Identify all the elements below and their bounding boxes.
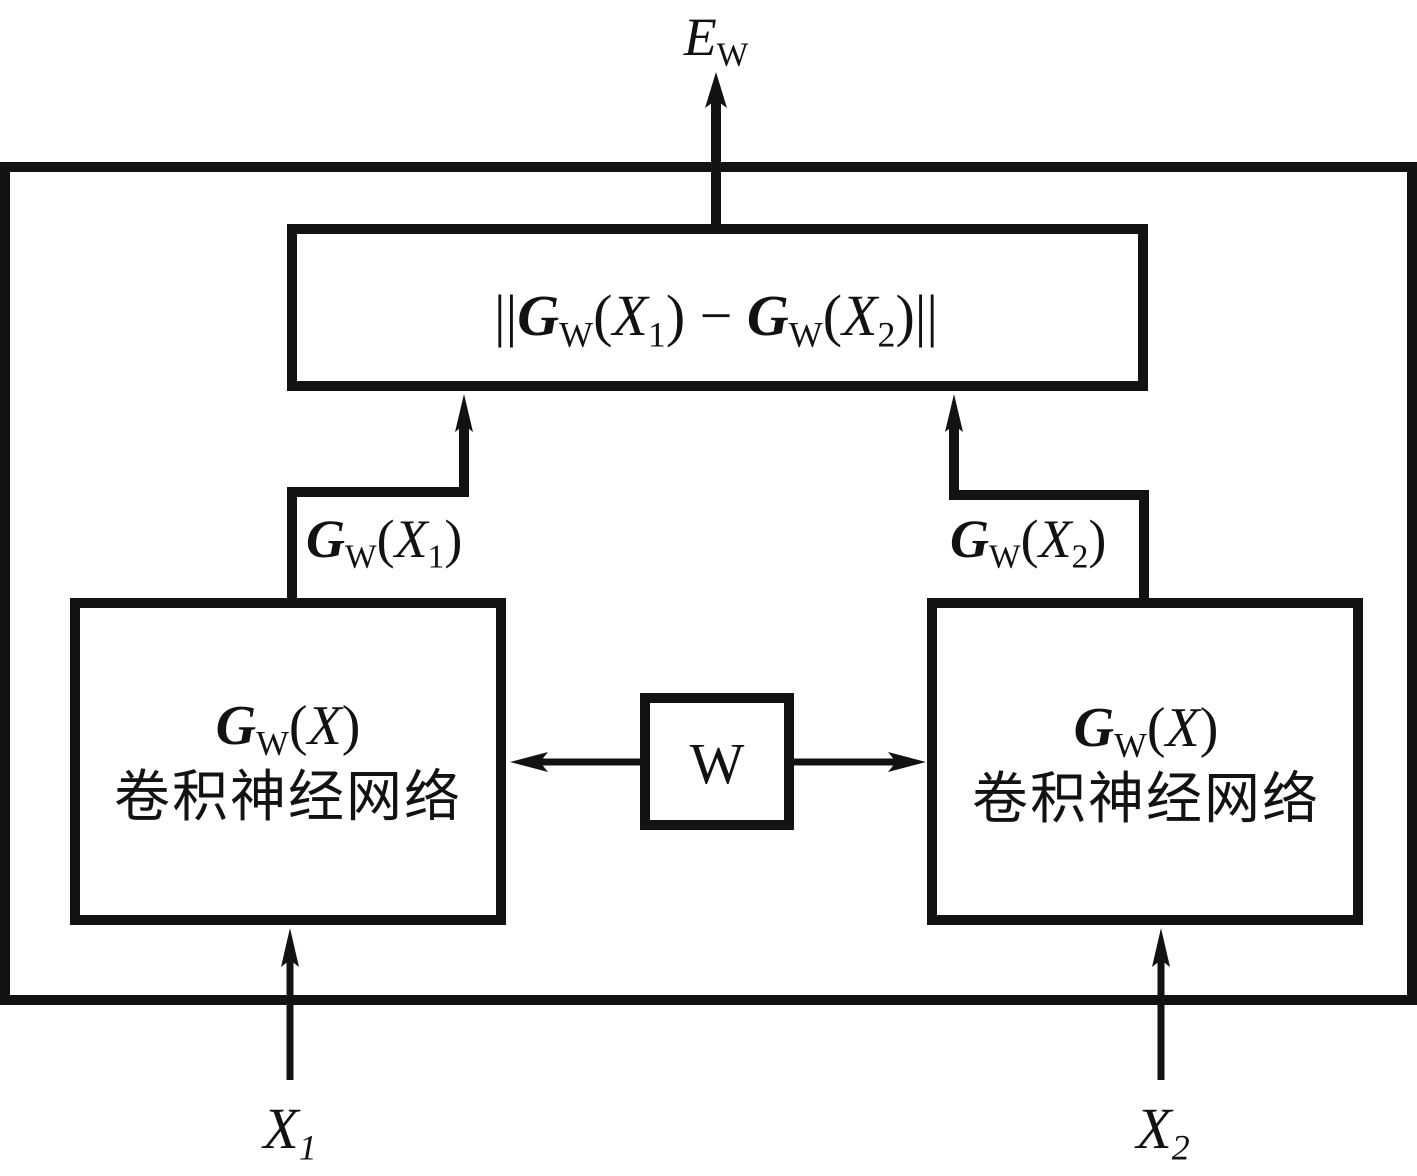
output-label-main: E xyxy=(683,7,717,67)
branch-right-idx: 2 xyxy=(1071,538,1089,576)
g-right: G xyxy=(746,283,789,348)
input-right-x: X xyxy=(1136,1096,1172,1161)
output-label-sub: W xyxy=(716,36,749,74)
idx-right: 2 xyxy=(877,314,896,355)
left-cnn-box xyxy=(70,598,506,925)
left-cnn-formula: GW(X) xyxy=(215,695,361,764)
input-left-idx: 1 xyxy=(298,1127,317,1168)
weight-arrow-left-head xyxy=(510,752,548,772)
right-cnn-w: W xyxy=(1114,726,1147,766)
input-left-label: X1 xyxy=(263,1100,316,1166)
left-cnn-caption: 卷积神经网络 xyxy=(114,765,462,830)
left-branch-arrowhead xyxy=(455,394,473,432)
left-cnn-w: W xyxy=(256,724,289,764)
left-cnn-g: G xyxy=(215,695,257,757)
norm-open: || xyxy=(494,283,518,348)
input-right-label: X2 xyxy=(1136,1100,1189,1166)
branch-output-left: GW(X1) xyxy=(306,509,463,576)
output-arrowhead xyxy=(705,72,727,108)
right-branch-connector xyxy=(949,425,1149,598)
branch-right-x: X xyxy=(1038,509,1072,569)
branch-left-g: G xyxy=(306,509,345,569)
minus-sign: − xyxy=(699,283,733,348)
right-cnn-caption: 卷积神经网络 xyxy=(972,767,1320,832)
idx-left: 1 xyxy=(647,314,666,355)
shared-weights-label: W xyxy=(689,731,745,796)
w-left: W xyxy=(559,314,594,355)
branch-right-g: G xyxy=(950,509,989,569)
x-left: X xyxy=(612,283,648,348)
branch-output-right: GW(X2) xyxy=(950,509,1107,576)
g-left: G xyxy=(517,283,560,348)
input-right-idx: 2 xyxy=(1171,1127,1190,1168)
shared-weights-box xyxy=(640,693,794,830)
branch-left-x: X xyxy=(394,509,428,569)
output-label: EW xyxy=(684,10,749,72)
branch-left-idx: 1 xyxy=(427,538,445,576)
branch-left-w: W xyxy=(345,538,377,576)
right-cnn-x: X xyxy=(1165,697,1200,759)
right-cnn-formula: GW(X) xyxy=(1073,697,1219,766)
distance-box xyxy=(287,224,1148,391)
input-arrow-right-head xyxy=(1152,928,1170,967)
left-cnn-x: X xyxy=(307,695,342,757)
right-branch-arrowhead xyxy=(945,394,963,432)
norm-close: || xyxy=(914,283,938,348)
right-cnn-box xyxy=(927,598,1363,925)
input-arrow-left-head xyxy=(281,928,299,967)
left-branch-connector xyxy=(287,425,469,598)
weight-arrow-right-head xyxy=(888,752,926,772)
right-cnn-g: G xyxy=(1073,697,1115,759)
w-right: W xyxy=(788,314,823,355)
branch-right-w: W xyxy=(989,538,1021,576)
x-right: X xyxy=(842,283,878,348)
distance-formula: ||GW(X1) − GW(X2)|| xyxy=(494,283,938,355)
input-left-x: X xyxy=(263,1096,299,1161)
